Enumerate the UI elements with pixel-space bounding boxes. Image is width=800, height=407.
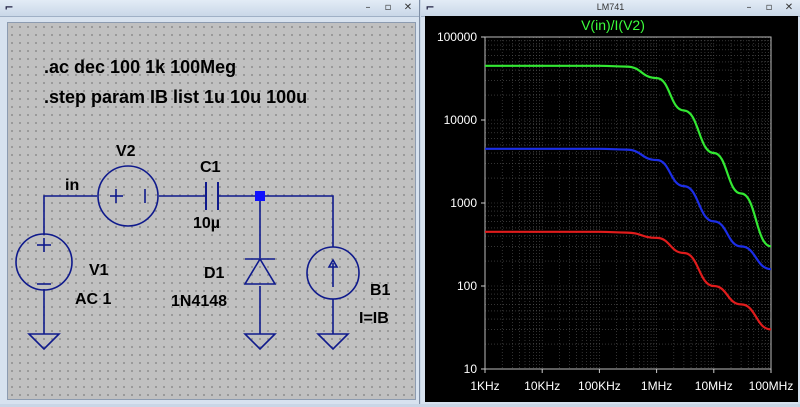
b1-current-source-symbol[interactable] bbox=[306, 246, 360, 300]
schematic-canvas[interactable]: .ac dec 100 1k 100Meg .step param IB lis… bbox=[7, 22, 416, 400]
y-tick-label: 1000 bbox=[450, 196, 477, 210]
x-tick-label: 10KHz bbox=[524, 379, 560, 393]
y-tick-label: 100 bbox=[457, 279, 477, 293]
plot-pane[interactable]: V(in)/I(V2) 1KHz 10KHz 100KHz 1MHz 10MHz 100M… bbox=[425, 16, 798, 402]
close-button[interactable]: ✕ bbox=[784, 2, 794, 13]
window-title: LM741 bbox=[596, 2, 625, 12]
directive-ac[interactable]: .ac dec 100 1k 100Meg bbox=[44, 57, 236, 77]
wire-in[interactable] bbox=[43, 195, 97, 235]
d1-diode-symbol[interactable] bbox=[243, 257, 277, 285]
directive-step[interactable]: .step param IB list 1u 10u 100u bbox=[44, 87, 307, 107]
waveform-icon[interactable]: ⌐ bbox=[425, 1, 435, 14]
x-tick-label: 1KHz bbox=[470, 379, 499, 393]
waveform-window: ⌐ LM741 – ▫ ✕ V(in)/I(V2) 1KHz 10KHz 100KH… bbox=[421, 0, 800, 404]
b1-name-label[interactable]: B1 bbox=[370, 282, 391, 299]
maximize-button[interactable]: ▫ bbox=[384, 2, 392, 13]
c1-capacitor-symbol[interactable] bbox=[205, 182, 219, 210]
x-tick-label: 100MHz bbox=[749, 379, 794, 393]
v2-name-label[interactable]: V2 bbox=[116, 143, 136, 160]
minimize-button[interactable]: – bbox=[746, 2, 752, 13]
window-menu-icon[interactable]: ⌐ bbox=[4, 1, 14, 14]
x-tick-label: 100KHz bbox=[578, 379, 621, 393]
v1-source-symbol[interactable] bbox=[15, 233, 73, 291]
ground-b1-icon bbox=[316, 333, 350, 351]
schematic-titlebar[interactable]: ⌐ – ▫ ✕ bbox=[0, 0, 419, 17]
series-line-3[interactable] bbox=[485, 230, 772, 331]
b1-value-label[interactable]: I=IB bbox=[359, 310, 389, 327]
y-tick-label: 100000 bbox=[437, 30, 477, 44]
series-line-2[interactable] bbox=[485, 147, 772, 271]
wire-c1-node[interactable] bbox=[218, 195, 334, 247]
x-tick-label: 1MHz bbox=[641, 379, 672, 393]
waveform-titlebar[interactable]: ⌐ LM741 – ▫ ✕ bbox=[421, 0, 800, 17]
d1-name-label[interactable]: D1 bbox=[204, 265, 225, 282]
close-button[interactable]: ✕ bbox=[403, 2, 413, 13]
d1-value-label[interactable]: 1N4148 bbox=[171, 293, 227, 310]
ground-v1-icon bbox=[27, 333, 61, 351]
maximize-button[interactable]: ▫ bbox=[765, 2, 773, 13]
ground-d1-icon bbox=[243, 333, 277, 351]
bode-plot[interactable]: V(in)/I(V2) 1KHz 10KHz 100KHz 1MHz 10MHz 100M… bbox=[425, 16, 798, 402]
junction-node[interactable] bbox=[255, 191, 265, 201]
v1-value-label[interactable]: AC 1 bbox=[75, 291, 112, 308]
c1-value-label[interactable]: 10µ bbox=[193, 215, 220, 232]
y-tick-label: 10 bbox=[464, 362, 478, 376]
chart-title: V(in)/I(V2) bbox=[581, 17, 645, 33]
net-label-in[interactable]: in bbox=[65, 177, 79, 194]
c1-name-label[interactable]: C1 bbox=[200, 159, 221, 176]
y-tick-label: 10000 bbox=[444, 113, 478, 127]
series-line-1[interactable] bbox=[485, 64, 772, 248]
minimize-button[interactable]: – bbox=[365, 2, 371, 13]
v1-name-label[interactable]: V1 bbox=[89, 262, 109, 279]
schematic-window: ⌐ – ▫ ✕ bbox=[0, 0, 420, 404]
v2-source-symbol[interactable] bbox=[97, 165, 159, 227]
x-tick-label: 10MHz bbox=[695, 379, 733, 393]
